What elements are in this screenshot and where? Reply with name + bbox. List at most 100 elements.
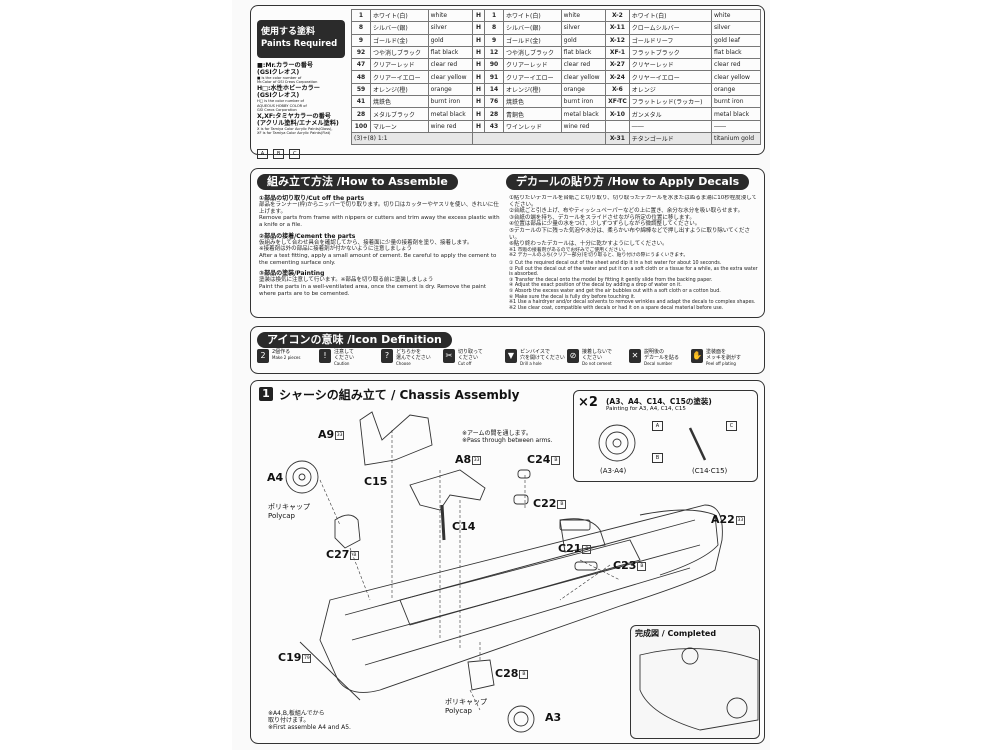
polycap-bottom-jp: ポリキャップ <box>445 698 487 706</box>
part-id: C15 <box>364 475 388 488</box>
rear-suspension <box>559 518 606 553</box>
part-id: A3 <box>545 711 562 724</box>
instructions-panel: 組み立て方法 /How to Assemble ①部品の切り取り/Cut off… <box>250 168 765 318</box>
paint-code: 9 <box>351 33 371 47</box>
part-id: C19 <box>278 651 302 664</box>
inset-subtitle: Painting for A3, A4, C14, C15 <box>606 406 686 412</box>
legend-sub: X is for Tamiya Color Acrylic Paints(Glo… <box>257 127 333 136</box>
chassis-rear-end <box>639 509 719 576</box>
icon-label-en: Choose <box>396 361 411 366</box>
legend-title: ■:Mr.カラーの番号 (GSIクレオス) <box>257 62 314 76</box>
part-color-code: B <box>637 561 647 571</box>
paint-jp: クロームシルバー <box>628 21 713 35</box>
paint-footer-col1: (3)+(8) 1:1 <box>350 131 474 146</box>
decal-step-en: ③ Transfer the decal onto the model by f… <box>509 277 713 283</box>
paint-en: silver <box>711 21 761 35</box>
part-id: C23 <box>613 559 637 572</box>
icons-title: アイコンの意味 /Icon Definition <box>257 332 452 348</box>
assemble-title: 組み立て方法 /How to Assemble <box>257 174 458 190</box>
icon-label-jp: 2個作る <box>272 349 291 355</box>
paint-jp: フラットブラック <box>628 45 713 60</box>
legend-box-a: A <box>257 149 268 159</box>
note-bottom-jp: ※A4,B,板組んでから 取り付けます。 <box>268 710 325 724</box>
icon-label-en: Decal number <box>644 361 673 366</box>
paint-en: gold <box>560 33 607 47</box>
inset-box-c: C <box>726 421 737 431</box>
decal-step-en: ⑤ Absorb the excess water and get the ai… <box>509 288 721 294</box>
part-c22 <box>513 494 529 505</box>
assemble-step-3-en: Paint the parts in a well-ventilated are… <box>259 283 486 297</box>
decal-step-en: ⑥ Make sure the decal is fully dry befor… <box>509 294 636 300</box>
part-color-code: B <box>582 544 592 554</box>
icon-label-en: Make 2 pieces <box>272 355 301 360</box>
paint-footer-col2 <box>472 131 607 146</box>
part-id: A22 <box>711 513 735 526</box>
part-color-code: B <box>519 669 529 679</box>
icon-label-jp: どちらかを 選んでください <box>396 349 431 361</box>
decals-body: ①貼りたいデカールを台紙ごと切り取り、切り取ったデカールを水またはぬるま湯に10… <box>509 195 759 315</box>
upright-c28 <box>467 659 495 691</box>
paint-jp: ―― <box>628 119 713 133</box>
decal-step-en: ④ Adjust the exact position of the decal… <box>509 283 682 289</box>
paint-en: gold leaf <box>711 33 761 47</box>
paints-required-panel: 使用する塗料 Paints Required ■:Mr.カラーの番号 (GSIク… <box>250 5 765 159</box>
paint-code: 12 <box>484 45 505 60</box>
icon-glyph-6: ✕ <box>629 349 641 363</box>
legend-box-c: C <box>289 149 301 159</box>
part-label-c14: C14 <box>452 520 475 533</box>
inset-caption-left: (A3·A4) <box>600 467 627 475</box>
icon-label-en: Cut off <box>458 361 472 366</box>
painting-inset: ×2 (A3、A4、C14、C15の塗装) Painting for A3, A… <box>573 390 758 482</box>
paint-footer-code: X-31 <box>605 131 630 146</box>
decals-jp-list: ①貼りたいデカールを台紙ごと切り取り、切り取ったデカールを水またはぬるま湯に10… <box>509 195 759 248</box>
icon-glyph-5: ⊘ <box>567 349 579 363</box>
icon-label-en: Peel off plating <box>706 361 736 366</box>
step-number-badge: 1 <box>259 387 273 401</box>
note-bottom: ※A4,B,板組んでから 取り付けます。 ※First assemble A4 … <box>268 710 351 731</box>
paint-jp: ゴールドリーフ <box>628 33 713 47</box>
completed-label: 完成図 / Completed <box>635 629 717 638</box>
decal-step-jp: ⑤デカールの下に残った気泡や水分は、柔らかい布や綿棒などで押し出すように取り除い… <box>509 227 750 241</box>
decals-en-notes: ※1 Use a hairdryer and/or decal solvents… <box>509 300 756 311</box>
decal-step-jp: ③台紙の端を持ち、デカールをスライドさせながら所定の位置に移します。 <box>509 214 695 221</box>
paint-footer-jp: チタンゴールド <box>628 131 713 146</box>
inset-title: (A3、A4、C14、C15の塗装) <box>606 397 712 406</box>
part-id: C22 <box>533 497 557 510</box>
assemble-step-2-note: ※接着剤は外の部品に接着剤が付かないように注意しましょう <box>259 246 413 253</box>
paint-jp: シルバー(銀) <box>503 21 562 35</box>
paint-code: 92 <box>351 45 371 60</box>
chassis-floor-line <box>399 539 641 626</box>
assemble-body: ①部品の切り取り/Cut off the parts 部品をランナー(枠)からニ… <box>259 195 501 297</box>
part-id: C28 <box>495 667 519 680</box>
upright-c27 <box>334 514 361 549</box>
decal-step-jp: ④位置は部品に少量の水をつけ、少しずつずらしながら微調整してください。 <box>509 221 701 228</box>
inset-box-a: A <box>652 421 663 431</box>
part-id: C21 <box>558 542 582 555</box>
chassis-outline <box>319 504 723 693</box>
paint-code: 8 <box>351 21 371 35</box>
part-label-a3: A3 <box>545 711 561 724</box>
paint-en: ―― <box>711 119 761 133</box>
icon-glyph-3: ✂ <box>443 349 455 363</box>
polycap-top-jp: ポリキャップ <box>268 503 310 511</box>
part-id: C24 <box>527 453 551 466</box>
part-color-code: B <box>350 550 360 560</box>
paint-en: gold <box>427 33 474 47</box>
part-id: C27 <box>326 548 350 561</box>
icon-label-en: Do not cement <box>582 361 612 366</box>
part-color-code: B <box>551 455 561 465</box>
paint-code: 76 <box>484 95 505 109</box>
paint-en: silver <box>427 21 474 35</box>
note-top-en: ※Pass through between arms. <box>462 437 553 444</box>
